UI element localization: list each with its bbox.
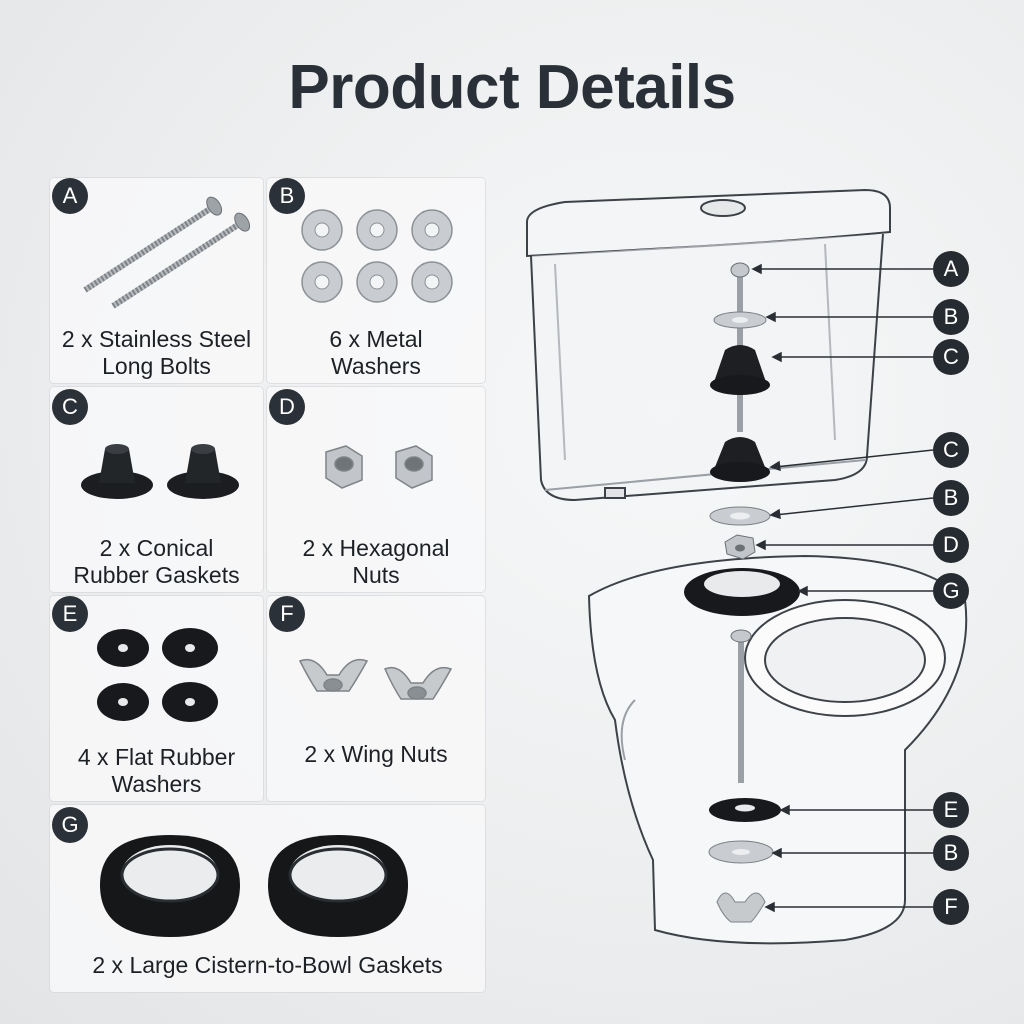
callout-e: E	[933, 792, 969, 828]
panel-f-wing-nuts: F 2 x Wing Nuts	[267, 596, 485, 801]
long-bolts-icon	[83, 196, 251, 309]
toilet-illustration-icon	[526, 188, 968, 945]
letter-badge-g: G	[52, 807, 88, 843]
toilet-assembly-diagram: A B C C B D G E B F	[505, 160, 1024, 1024]
letter-badge-e: E	[52, 596, 88, 632]
letter-badge-f: F	[269, 596, 305, 632]
callout-b-lower: B	[933, 835, 969, 871]
callout-c-lower: C	[933, 432, 969, 468]
letter-badge-a: A	[52, 178, 88, 214]
letter-badge-b: B	[269, 178, 305, 214]
callout-f: F	[933, 889, 969, 925]
caption-f: 2 x Wing Nuts	[304, 741, 448, 767]
hex-nuts-icon	[325, 445, 433, 489]
caption-g: 2 x Large Cistern-to-Bowl Gaskets	[92, 952, 443, 978]
flat-rubber-washers-icon	[97, 628, 218, 722]
panel-g-cistern-gaskets: G 2 x Large Cistern-to-Bowl Gaskets	[50, 805, 485, 992]
letter-badge-c: C	[52, 389, 88, 425]
cistern-gaskets-icon	[100, 835, 408, 937]
callout-b-upper: B	[933, 480, 969, 516]
wing-nuts-icon	[298, 658, 453, 700]
metal-washers-icon	[301, 209, 453, 303]
callout-d: D	[933, 527, 969, 563]
conical-gaskets-icon	[81, 444, 239, 499]
callout-c: C	[933, 339, 969, 375]
callout-b: B	[933, 299, 969, 335]
page-title: Product Details	[288, 53, 736, 122]
letter-badge-d: D	[269, 389, 305, 425]
callout-a: A	[933, 251, 969, 287]
callout-g: G	[933, 573, 969, 609]
